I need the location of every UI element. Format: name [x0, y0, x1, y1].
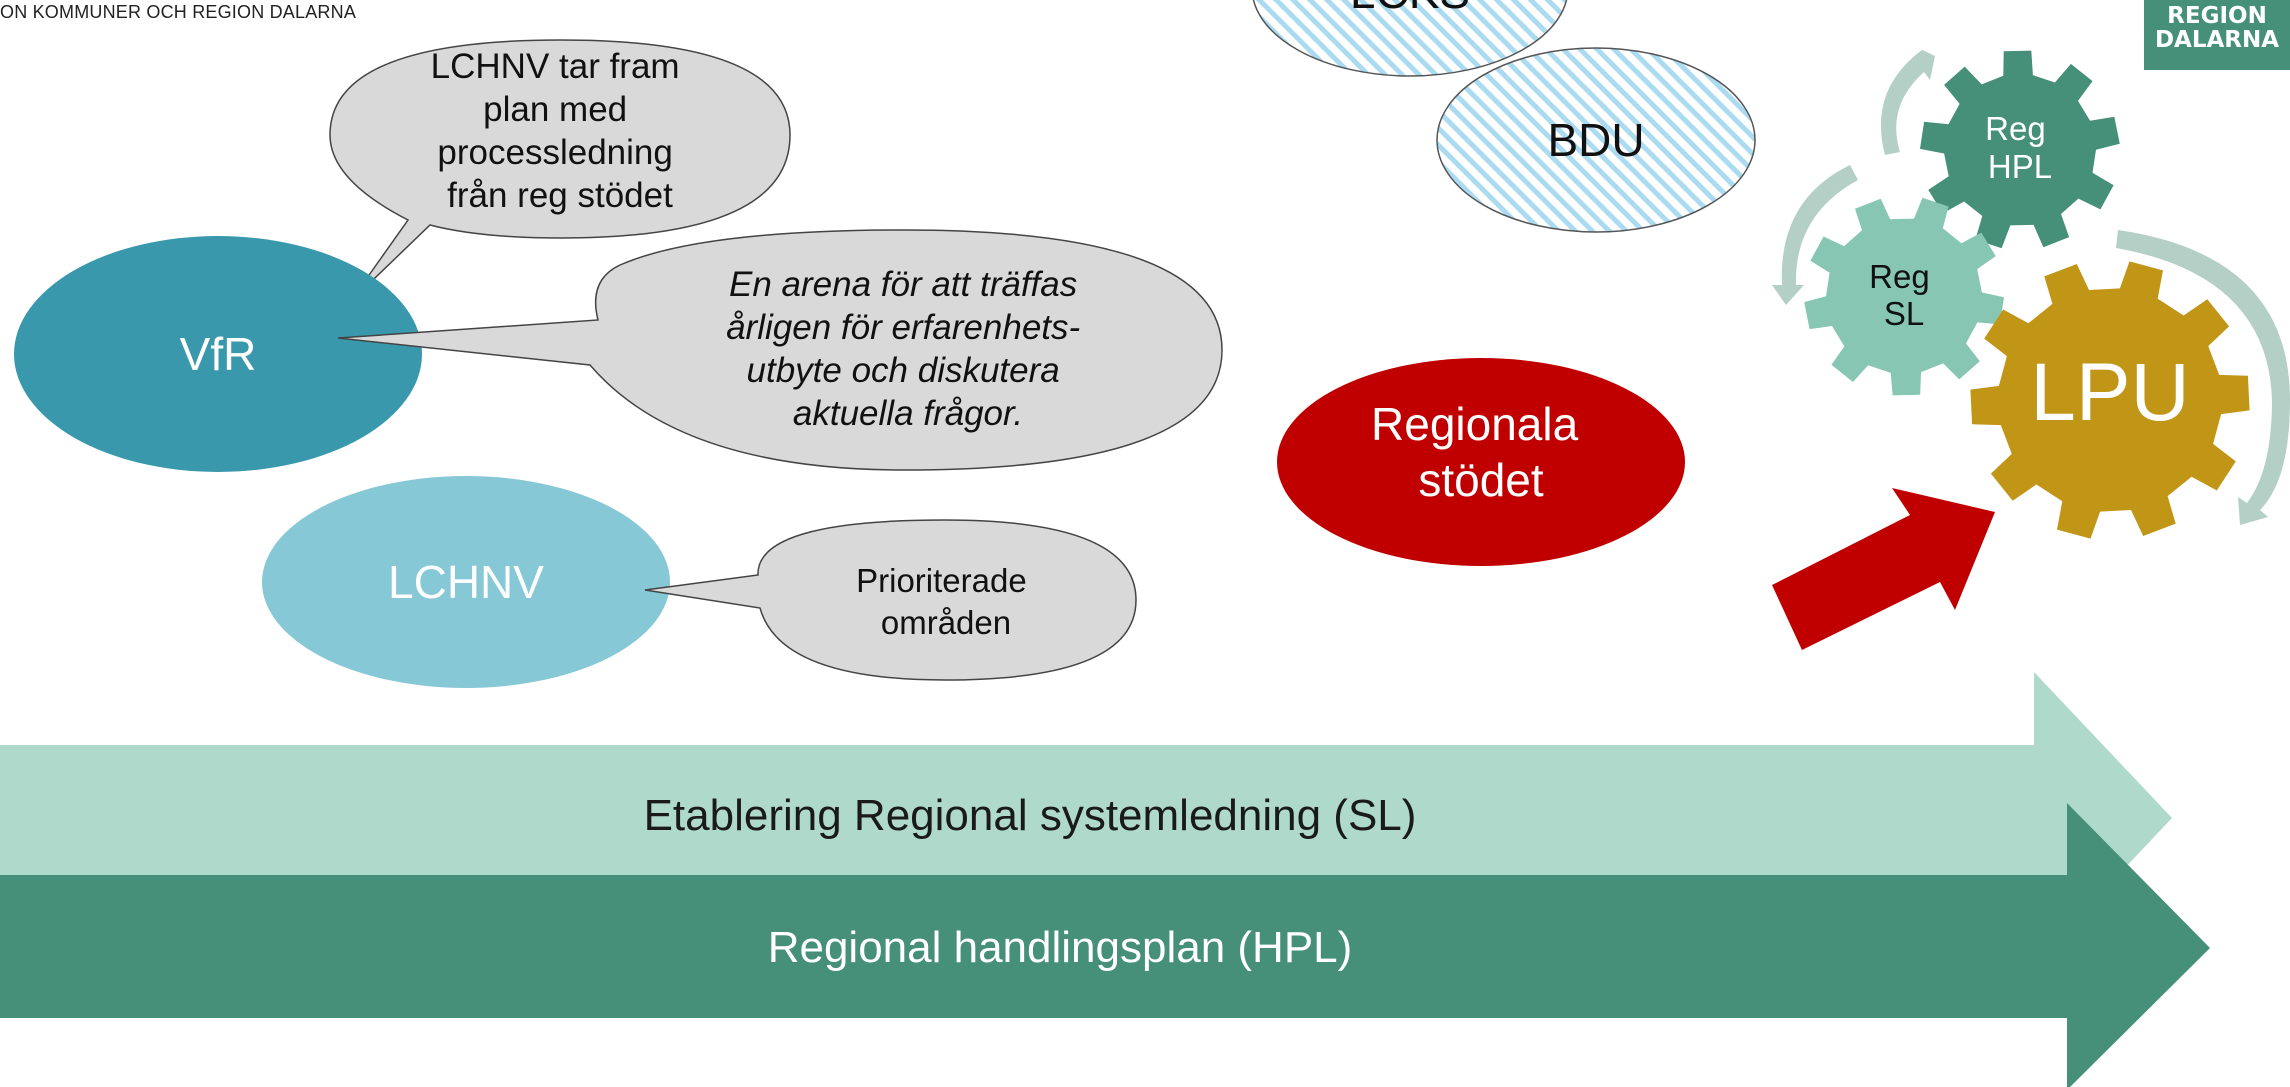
logo-line-2: DALARNA — [2154, 27, 2280, 53]
node-lchnv — [262, 476, 670, 688]
callout-prioriterade — [644, 519, 1137, 681]
node-bdu — [1436, 47, 1756, 233]
node-bdu-label: BDU — [1547, 114, 1644, 166]
callout-plan-line-4: från reg stödet — [447, 176, 673, 215]
node-lchnv-label: LCHNV — [388, 556, 544, 608]
organization-header: ON KOMMUNER OCH REGION DALARNA — [0, 2, 357, 22]
gear-reg-sl-label: Reg SL — [1869, 258, 1939, 332]
arrow-handlingsplan — [0, 803, 2210, 1087]
gear-layer — [1804, 50, 2250, 539]
callout-prio-line-1: Prioriterade — [856, 562, 1027, 599]
callout-arena-line-3: utbyte och diskutera — [747, 351, 1060, 390]
arrow-systemledning-label: Etablering Regional systemledning (SL) — [644, 791, 1417, 840]
node-lcks — [1252, 0, 1568, 77]
arrow-handlingsplan-label: Regional handlingsplan (HPL) — [768, 923, 1353, 972]
node-regionala-stodet — [1277, 358, 1685, 566]
callout-plan-line-1: LCHNV tar fram — [431, 47, 680, 86]
callout-prioriterade-text: Prioriterade områden — [856, 562, 1036, 641]
callout-arena-text: En arena för att träffas årligen för erf… — [726, 265, 1090, 433]
callout-arena-line-4: aktuella frågor. — [793, 394, 1023, 433]
gear-sl-line-1: Reg — [1869, 258, 1930, 295]
gear-lpu-label: LPU — [2030, 347, 2190, 438]
gear-reg-hpl-label: Reg HPL — [1985, 110, 2055, 185]
gear-reg-sl — [1804, 197, 2004, 396]
callout-arena-line-2: årligen för erfarenhets- — [726, 308, 1080, 347]
cycle-arrow-top — [1880, 46, 1935, 155]
red-pointer-arrow — [1772, 488, 1995, 650]
gear-lpu — [1970, 261, 2250, 539]
callout-plan — [329, 39, 791, 303]
gear-hpl-line-1: Reg — [1985, 110, 2046, 147]
node-vfr — [14, 236, 422, 472]
gear-sl-line-2: SL — [1884, 295, 1924, 332]
arrow-systemledning — [0, 672, 2172, 964]
gear-reg-hpl — [1920, 50, 2120, 249]
cycle-arrow-left — [1772, 165, 1858, 305]
node-regionala-stodet-label: Regionala stödet — [1371, 398, 1591, 506]
gear-hpl-line-2: HPL — [1988, 148, 2052, 185]
node-regionala-line-2: stödet — [1418, 454, 1544, 506]
callout-plan-text: LCHNV tar fram plan med processledning f… — [431, 47, 690, 215]
callout-plan-line-2: plan med — [483, 90, 627, 129]
node-vfr-label: VfR — [180, 328, 257, 380]
logo-line-1: REGION — [2167, 3, 2267, 29]
node-lcks-label: LCKS — [1350, 0, 1470, 18]
callout-prio-line-2: områden — [881, 604, 1011, 641]
callout-arena — [337, 229, 1223, 471]
callout-arena-line-1: En arena för att träffas — [729, 265, 1077, 304]
node-regionala-line-1: Regionala — [1371, 398, 1579, 450]
callout-plan-line-3: processledning — [437, 133, 672, 172]
region-dalarna-logo: REGION DALARNA — [2144, 0, 2290, 70]
cycle-arrow-right — [2116, 230, 2290, 525]
